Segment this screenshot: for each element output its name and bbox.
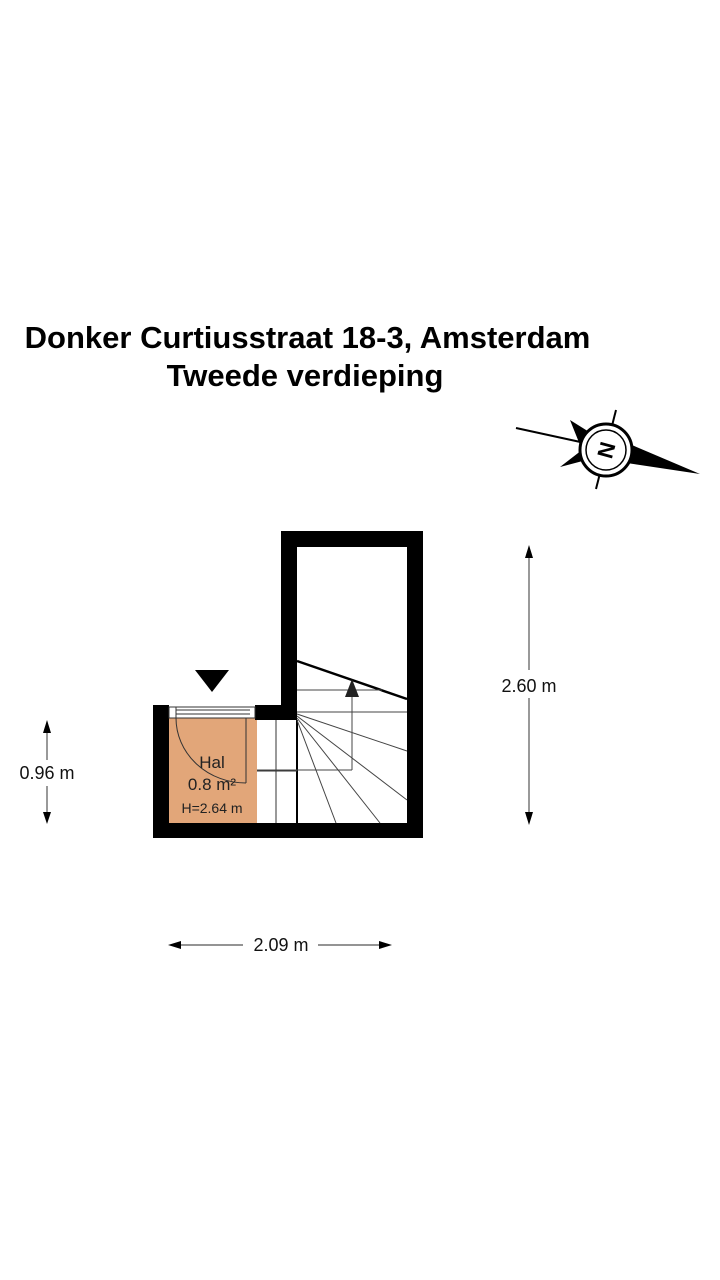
stair-direction-arrow-icon xyxy=(345,679,359,697)
plan-title-address: Donker Curtiusstraat 18-3, Amsterdam xyxy=(24,320,591,355)
room-hal-name: Hal xyxy=(199,753,225,772)
dimension-bottom-width xyxy=(168,941,392,949)
landing-steps xyxy=(257,720,297,823)
room-hal-fill xyxy=(169,718,257,823)
entrance-marker-icon xyxy=(195,670,229,692)
dimension-left-height xyxy=(43,720,51,824)
dimension-right-height xyxy=(525,545,533,825)
room-hal-area: 0.8 m² xyxy=(188,775,237,794)
dimension-right-height-label: 2.60 m xyxy=(501,676,556,696)
staircase xyxy=(257,659,408,824)
north-arrow-compass-icon: N xyxy=(515,409,700,490)
dimension-bottom-width-label: 2.09 m xyxy=(253,935,308,955)
plan-title-floor: Tweede verdieping xyxy=(166,358,444,393)
room-hal-height: H=2.64 m xyxy=(181,800,242,816)
compass-label: N xyxy=(592,439,620,461)
entrance-door xyxy=(168,706,256,784)
dimension-left-height-label: 0.96 m xyxy=(19,763,74,783)
